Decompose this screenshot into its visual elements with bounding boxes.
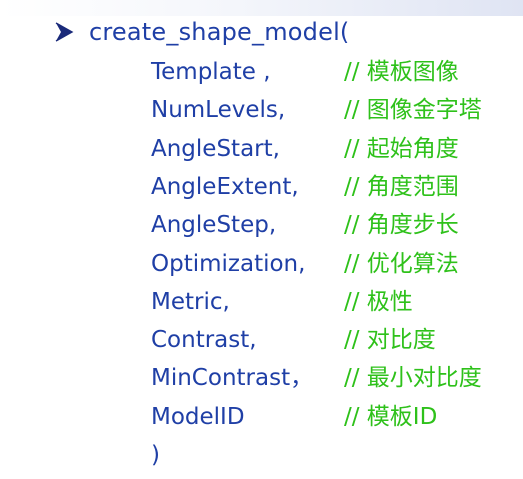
param-comment: // 极性: [344, 289, 413, 315]
slide-top-strip: [0, 0, 523, 16]
param-comment: // 起始角度: [344, 136, 459, 162]
function-signature-line: create_shape_model(: [53, 14, 350, 50]
param-name: Optimization,: [151, 251, 306, 277]
param-comment: // 模板图像: [344, 59, 459, 85]
param-name: AngleStart,: [151, 136, 280, 162]
param-comment: // 模板ID: [344, 404, 438, 430]
closing-paren: ): [151, 442, 160, 468]
param-comment: // 对比度: [344, 327, 436, 353]
param-comment: // 优化算法: [344, 251, 459, 277]
arrow-bullet-icon: [55, 22, 74, 42]
param-name: NumLevels,: [151, 97, 286, 123]
param-name: AngleStep,: [151, 212, 277, 238]
param-comment: // 角度步长: [344, 212, 459, 238]
param-comment: // 最小对比度: [344, 365, 482, 391]
param-name: ModelID: [151, 404, 245, 430]
param-comment: // 角度范围: [344, 174, 459, 200]
param-name: Metric,: [151, 289, 230, 315]
param-name: Template ,: [151, 59, 271, 85]
param-name: Contrast,: [151, 327, 257, 353]
param-name: MinContrast，: [151, 365, 314, 391]
param-comment: // 图像金字塔: [344, 97, 482, 123]
param-name: AngleExtent,: [151, 174, 299, 200]
function-name: create_shape_model(: [89, 18, 350, 46]
